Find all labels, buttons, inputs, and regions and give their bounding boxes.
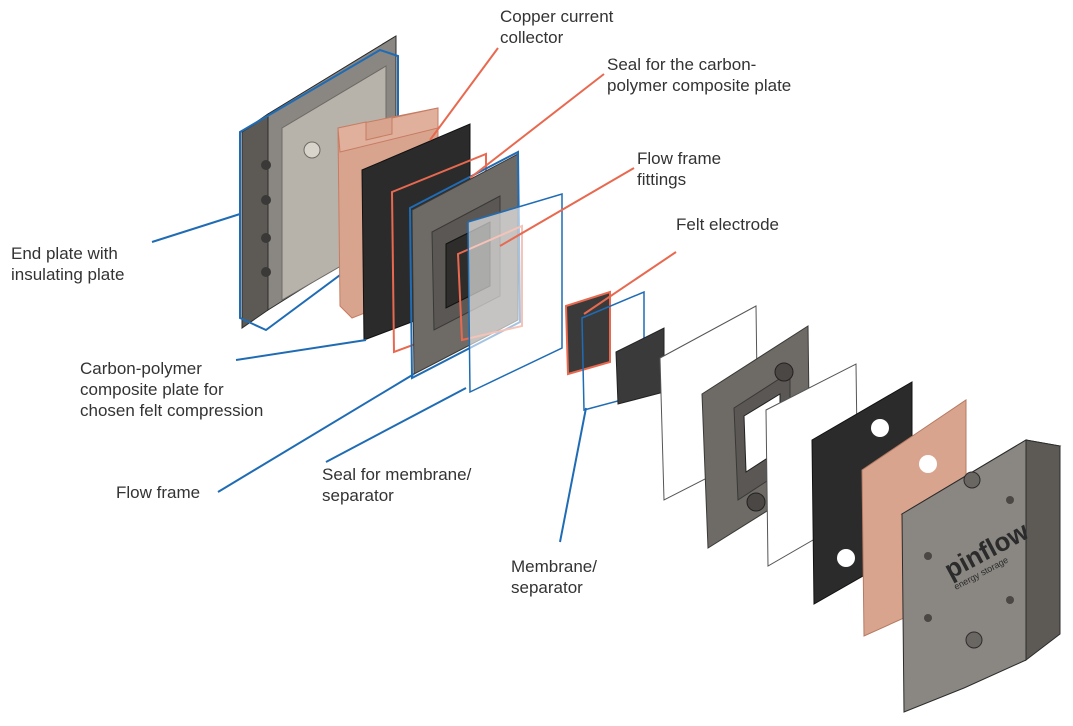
- leader-copper-collector: [429, 47, 499, 141]
- leader-carbon-polymer: [235, 339, 367, 361]
- label-seal-carbon: Seal for the carbon- polymer composite p…: [607, 55, 792, 95]
- label-carbon-polymer: Carbon-polymer composite plate for chose…: [80, 359, 264, 420]
- right-end-plate: [900, 439, 1062, 713]
- label-seal-membrane: Seal for membrane/ separator: [322, 465, 472, 505]
- label-membrane: Membrane/ separator: [511, 557, 597, 597]
- right-felt-electrode: [615, 327, 665, 405]
- leader-seal-membrane: [325, 387, 467, 463]
- leader-lines: [151, 47, 677, 543]
- label-copper-collector: Copper current collector: [500, 7, 614, 47]
- label-flow-frame-fittings: Flow frame fittings: [637, 149, 722, 189]
- leader-felt-electrode: [583, 251, 677, 315]
- label-end-plate: End plate with insulating plate: [11, 244, 125, 284]
- label-felt-electrode: Felt electrode: [676, 215, 779, 234]
- left-felt-electrode: [564, 290, 611, 376]
- leader-flow-frame: [217, 373, 415, 493]
- label-flow-frame: Flow frame: [116, 483, 201, 502]
- leader-membrane: [559, 407, 587, 543]
- leader-frame-fittings: [499, 167, 635, 247]
- leader-end-plate: [151, 213, 241, 243]
- left-membrane-seal: [467, 192, 563, 394]
- leader-seal-carbon: [469, 73, 605, 179]
